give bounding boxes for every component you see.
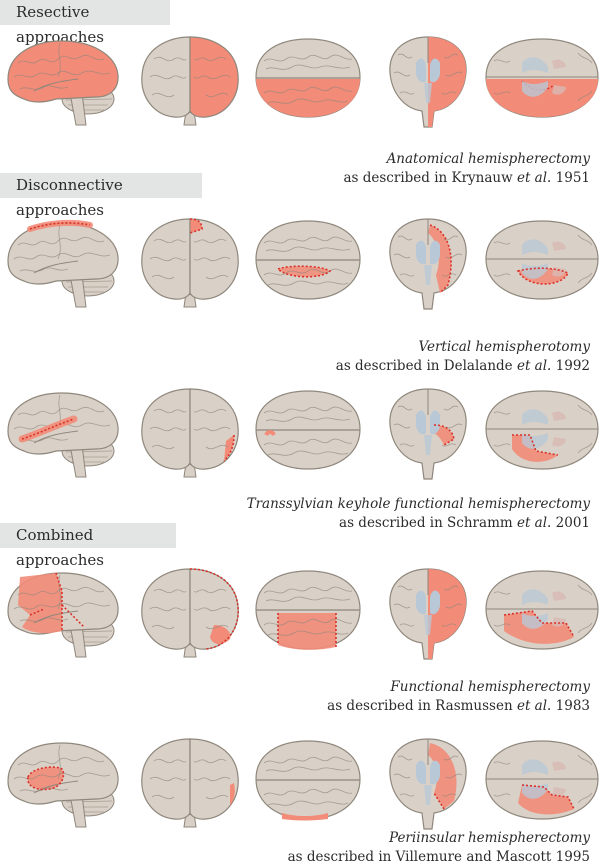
brain-top-view xyxy=(248,385,368,483)
brain-frontal-view xyxy=(130,385,250,483)
procedure-name: Vertical hemispherotomy xyxy=(418,339,590,355)
section-tab-resective: Resective approaches xyxy=(0,0,170,46)
section-tab-combined: Combined approaches xyxy=(0,523,176,569)
caption-anatomical: Anatomical hemispherectomy as described … xyxy=(343,150,590,188)
procedure-name: Anatomical hemispherectomy xyxy=(386,151,590,167)
brain-frontal-view xyxy=(130,215,250,313)
brain-axial-section xyxy=(482,565,600,663)
caption-periinsular: Periinsular hemispherectomy as described… xyxy=(288,829,590,867)
brain-axial-section xyxy=(482,215,600,313)
procedure-citation: as described in Delalande et al. 1992 xyxy=(335,358,590,374)
brain-axial-section xyxy=(482,385,600,483)
brain-lateral-view xyxy=(0,565,120,663)
procedure-citation: as described in Krynauw et al. 1951 xyxy=(343,170,590,186)
brain-row-anatomical xyxy=(0,33,600,133)
brain-row-vertical xyxy=(0,215,600,315)
brain-lateral-view xyxy=(0,33,120,131)
procedure-name: Functional hemispherectomy xyxy=(390,679,590,695)
brain-top-view xyxy=(248,565,368,663)
brain-row-transsylvian xyxy=(0,385,600,485)
procedure-citation: as described in Villemure and Mascott 19… xyxy=(287,849,590,865)
brain-lateral-view xyxy=(0,215,120,313)
brain-coronal-section xyxy=(378,735,478,833)
procedure-citation: as described in Rasmussen et al. 1983 xyxy=(327,698,590,714)
procedure-name: Periinsular hemispherectomy xyxy=(388,830,590,846)
brain-frontal-view xyxy=(130,735,250,833)
section-tab-disconnective: Disconnective approaches xyxy=(0,173,202,219)
brain-coronal-section xyxy=(378,33,478,131)
brain-top-view xyxy=(248,215,368,313)
brain-axial-section xyxy=(482,735,600,833)
brain-coronal-section xyxy=(378,215,478,313)
brain-coronal-section xyxy=(378,565,478,663)
brain-lateral-view xyxy=(0,735,120,833)
brain-lateral-view xyxy=(0,385,120,483)
brain-frontal-view xyxy=(130,565,250,663)
brain-top-view xyxy=(248,33,368,131)
caption-transsylvian: Transsylvian keyhole functional hemisphe… xyxy=(247,495,590,533)
brain-frontal-view xyxy=(130,33,250,131)
brain-top-view xyxy=(248,735,368,833)
brain-row-functional xyxy=(0,565,600,665)
caption-vertical: Vertical hemispherotomy as described in … xyxy=(336,338,590,376)
procedure-name: Transsylvian keyhole functional hemisphe… xyxy=(246,496,590,512)
procedure-citation: as described in Schramm et al. 2001 xyxy=(339,515,590,531)
brain-coronal-section xyxy=(378,385,478,483)
caption-functional: Functional hemispherectomy as described … xyxy=(327,678,590,716)
brain-axial-section xyxy=(482,33,600,131)
brain-row-periinsular xyxy=(0,735,600,835)
